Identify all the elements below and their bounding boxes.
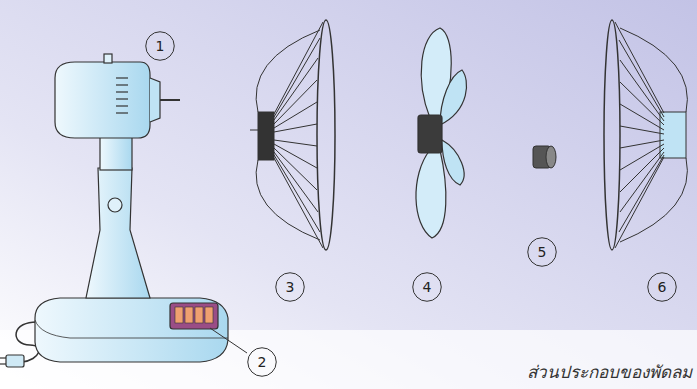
circle-outline	[248, 348, 277, 377]
callout-circle: 6	[647, 272, 677, 302]
front-guard	[604, 20, 687, 250]
circle-outline	[146, 32, 175, 61]
callout-number: 3	[286, 280, 295, 294]
fan-blades	[416, 28, 467, 238]
callout-circle: 1	[145, 31, 175, 61]
callout-number: 1	[156, 39, 165, 53]
callout-number: 6	[658, 280, 667, 294]
rear-guard	[250, 20, 335, 250]
callout-circle: 4	[412, 272, 442, 302]
figure-caption: ส่วนประกอบของพัดลม	[527, 358, 692, 385]
leader-line	[210, 328, 247, 353]
circle-outline	[648, 273, 677, 302]
callout-circle: 5	[527, 237, 557, 267]
callout-circle: 3	[275, 272, 305, 302]
callout-number: 4	[423, 280, 432, 294]
circle-outline	[528, 238, 557, 267]
spinner-nut	[533, 146, 556, 168]
fan-body	[0, 54, 228, 367]
callout-number: 5	[538, 245, 547, 259]
callout-circle: 2	[247, 347, 277, 377]
circle-outline	[276, 273, 305, 302]
circle-outline	[413, 273, 442, 302]
callout-number: 2	[258, 355, 267, 369]
